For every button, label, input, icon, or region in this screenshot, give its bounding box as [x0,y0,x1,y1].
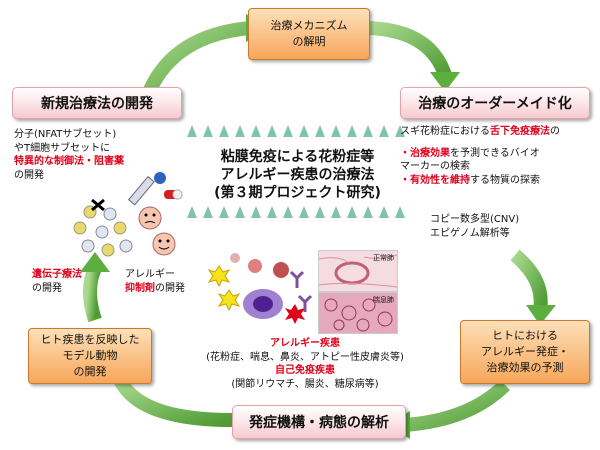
arrow-right-to-bottom [404,379,510,432]
gene-therapy-text: 遺伝子療法 の開発 [32,269,82,294]
box-tailor-made: 治療のオーダーメイド化 [400,87,590,119]
left-description: 分子(NFATサブセット) やT細胞サブセットに 特異的な制御法・阻害薬 の開発 [14,129,124,181]
cell-icons [230,253,289,278]
autoimmune-list: (関節リウマチ、腸炎、糖尿病等) [231,378,379,390]
pipette-icon [127,172,166,206]
tree-decoration [187,125,405,218]
red-burst-icon [285,304,305,324]
box-model-animal: ヒト疾患を反映したモデル動物の開発 [28,328,152,384]
box-pathogenesis: 発症機構・病態の解析 [232,405,406,439]
antibody-icons [289,270,313,312]
arrowhead-2 [430,72,460,92]
cnv-text: コピー数多型(CNV) エピゲノム解析等 [430,214,520,239]
allergy-disease-list: (花粉症、喘息、鼻炎、アトピー性皮膚炎等) [206,351,404,363]
asthma-lung-label: 喘息肺 [373,296,394,304]
therapy-illustration [73,172,183,257]
box-mechanism: 治療メカニズムの解明 [248,8,370,60]
box-new-therapy: 新規治療法の開発 [12,87,182,119]
arrowhead-5 [80,252,110,272]
arrow-new-to-mechanism [143,21,251,94]
capsule-icon [164,189,183,200]
normal-lung-label: 正常肺 [373,254,394,262]
arrowhead-3 [526,305,556,325]
normal-lung-image: 正常肺 [318,250,398,292]
allergen-icons [207,265,241,312]
arrow-bottom-to-left [113,376,233,427]
face-icons [138,206,176,256]
box-human-prediction: ヒトにおけるアレルギー発症・治療効果の予測 [460,320,590,384]
disease-list: アレルギー疾患 (花粉症、喘息、鼻炎、アトピー性皮膚炎等) 自己免疫疾患 (関節… [180,337,430,391]
arrow-mechanism-to-tailor [367,21,452,78]
cells-icon [73,198,133,257]
autoimmune-title: 自己免疫疾患 [275,365,335,376]
allergy-suppress-text: アレルギー 抑制剤の開発 [125,269,185,294]
allergy-disease-title: アレルギー疾患 [270,338,340,349]
center-title: 粘膜免疫による花粉症等 アレルギー疾患の治療法 (第３期プロジェクト研究) [214,149,381,202]
arrow-right-down [510,249,548,312]
mast-cell-icon [243,289,283,319]
asthma-lung-image: 喘息肺 [318,292,398,334]
right-description: スギ花粉症における舌下免疫療法の ・治療効果を予測できるバイオ マーカーの検索 … [400,126,560,186]
immune-cells-illustration [207,253,313,324]
